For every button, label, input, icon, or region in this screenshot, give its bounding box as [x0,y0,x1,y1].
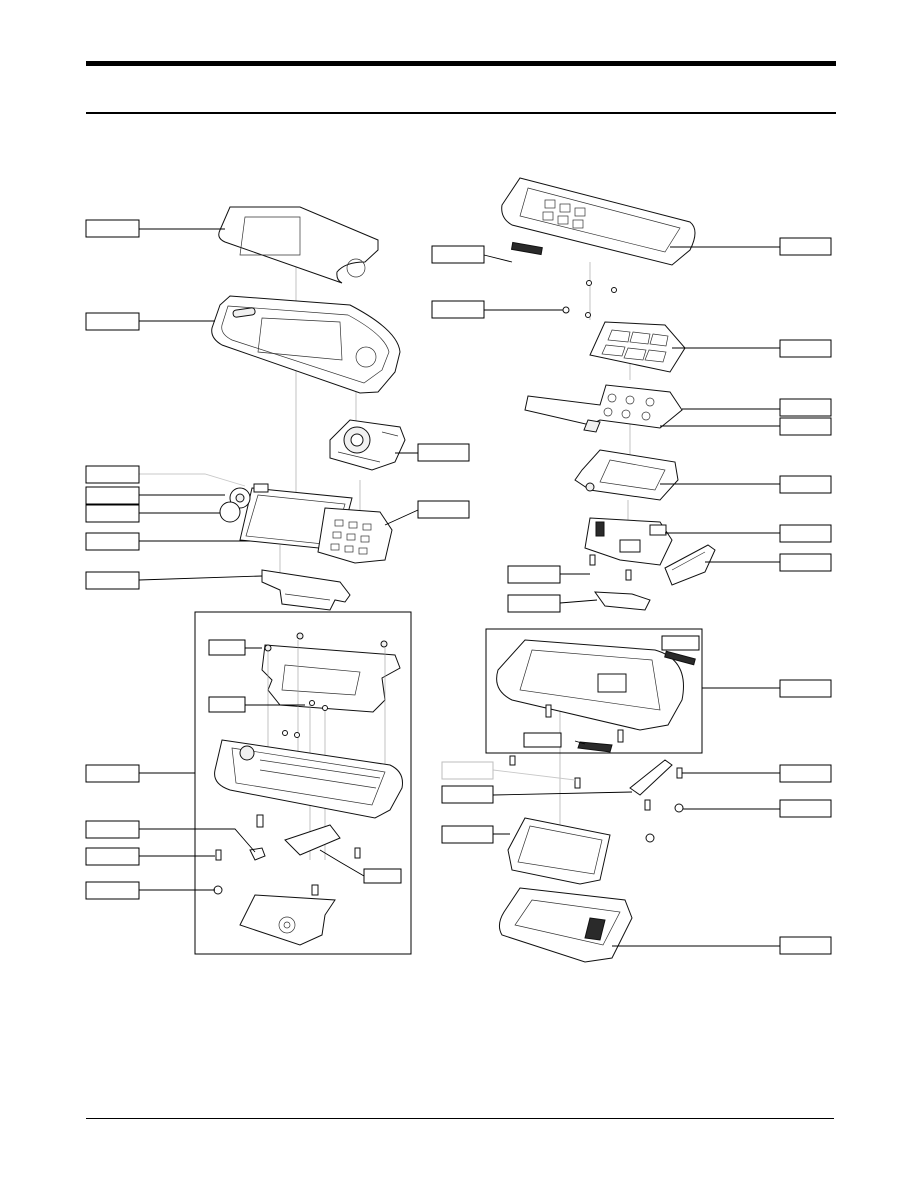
front-window-lens [218,206,379,284]
callout-box [85,571,140,590]
bottom-bracket [239,884,336,946]
callout-box [779,553,832,572]
header-thick-rule [86,61,836,66]
callout-box [779,417,832,436]
callout-box [85,881,140,900]
callout-box [441,825,494,844]
leader-lines [138,228,780,947]
header-thin-rule [86,112,836,114]
keypad-left [317,507,393,564]
callout-box [417,500,470,519]
callout-box [85,504,140,523]
callout-box [363,868,402,884]
callout-box [431,300,485,319]
rear-case-small-parts [213,814,361,895]
rear-loose-parts [574,759,684,843]
rear-case-right [496,639,696,766]
callout-box [431,245,485,264]
side-key-module [664,544,716,586]
main-pcb-bracket [574,449,679,501]
callout-box [441,785,494,804]
rear-subassembly-frame-right [485,628,703,754]
callout-box [779,339,832,358]
main-pcb [584,517,673,581]
navigation-key-assembly [329,419,406,471]
callout-box [779,398,832,417]
callout-box [507,565,561,584]
callout-box [85,465,140,484]
callout-box [779,524,832,543]
callout-box [85,847,140,866]
callout-box [85,532,140,551]
callout-box [779,679,832,698]
callout-box [779,237,832,256]
callout-box [779,799,832,818]
callout-box [208,696,246,713]
callout-box [507,594,561,613]
callout-box [85,820,140,839]
callout-box [779,764,832,783]
keypad-right [589,321,686,373]
callout-box [85,764,140,783]
callout-box [661,635,700,651]
flex-pcb-left [261,569,351,611]
callout-box [523,732,562,748]
footer-rule [86,1118,834,1119]
front-case-inner [501,177,696,318]
battery-cover [498,887,633,963]
keypad-dome-sheet [524,384,683,433]
battery [507,817,611,885]
front-cover [211,295,401,394]
rear-subassembly-frame-left [194,611,412,955]
callout-box [779,936,832,955]
shield-can-right [593,591,651,611]
callout-box [441,761,494,780]
callout-boxes [85,219,832,955]
callout-box [85,219,140,238]
callout-box [85,486,140,505]
callout-box [417,443,470,462]
callout-box [779,475,832,494]
callout-box [208,639,246,656]
callout-box [85,312,140,331]
shield-plate [261,632,401,713]
rear-case-left [214,739,403,819]
